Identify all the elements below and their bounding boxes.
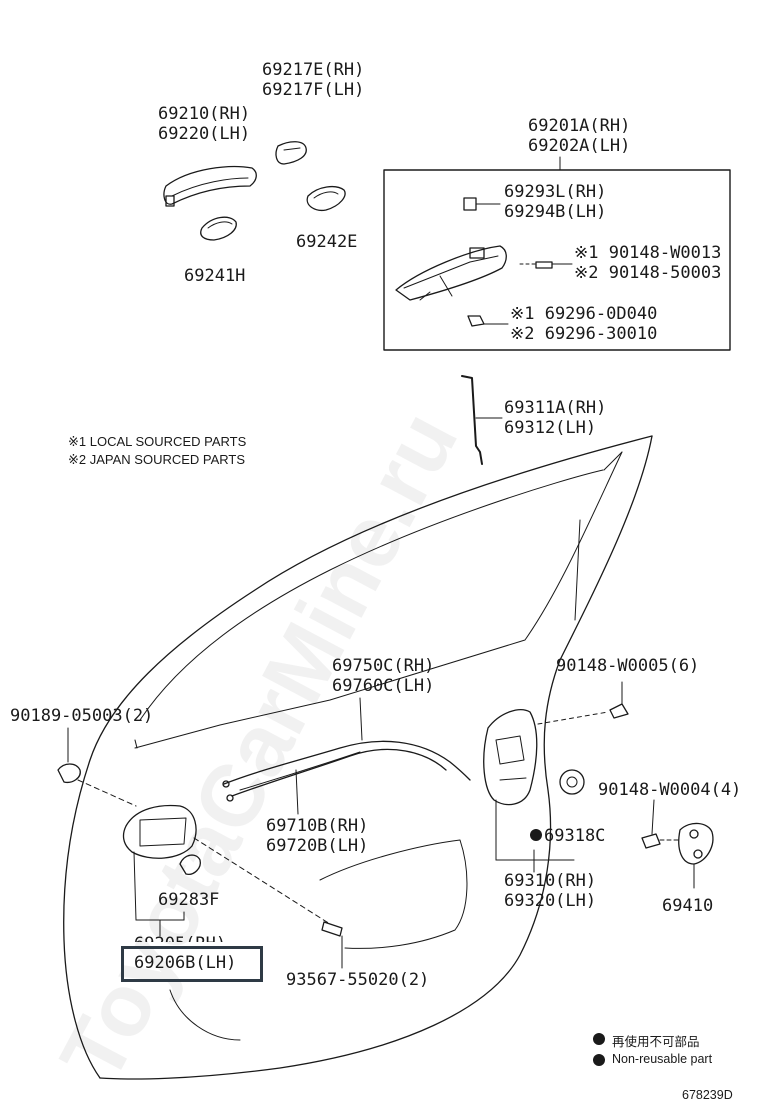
label-69750-rh: 69750C(RH) <box>332 656 435 676</box>
label-69296-0d040: ※1 69296-0D040 <box>510 304 658 324</box>
label-69293-rh: 69293L(RH) <box>504 182 607 202</box>
non-reusable-dot-icon <box>530 829 542 841</box>
label-69241h: 69241H <box>184 266 246 286</box>
legend-en-text: Non-reusable part <box>612 1052 713 1066</box>
label-69750-lh: 69760C(LH) <box>332 676 435 696</box>
pad-69242e-part <box>307 187 345 211</box>
screw-69296-part <box>468 316 508 326</box>
label-69206b-lh: 69206B(LH) <box>134 953 237 973</box>
grommet-part <box>560 770 584 794</box>
screw-90148-w0004-part <box>642 800 680 848</box>
inside-handle-part <box>124 806 330 936</box>
label-69410: 69410 <box>662 896 714 916</box>
label-90148-w0004: 90148-W0004(4) <box>598 780 742 800</box>
label-90189: 90189-05003(2) <box>10 706 154 726</box>
rod-69311a-part <box>462 376 502 464</box>
bolt-90189-part <box>58 728 136 806</box>
label-69201-lh: 69202A(LH) <box>528 136 631 156</box>
label-69710-rh: 69710B(RH) <box>266 816 369 836</box>
screw-90148-w0005-part <box>538 682 628 724</box>
legend-dot-jp-icon <box>593 1033 605 1045</box>
label-69310-rh: 69310(RH) <box>504 871 597 891</box>
door-outline <box>64 436 652 1079</box>
highlight-box <box>121 946 263 982</box>
note-japan-sourced: ※2 JAPAN SOURCED PARTS <box>68 452 246 467</box>
striker-part <box>679 823 713 888</box>
label-93567: 93567-55020(2) <box>286 970 430 990</box>
label-69210-rh: 69210(RH) <box>158 104 251 124</box>
label-90148-w0013: ※1 90148-W0013 <box>574 243 722 263</box>
label-90148-50003: ※2 90148-50003 <box>574 263 722 283</box>
label-69210-lh: 69220(LH) <box>158 124 251 144</box>
label-90148-w0005: 90148-W0005(6) <box>556 656 700 676</box>
cap-69283f-part <box>180 855 200 874</box>
legend-dot-en-icon <box>593 1054 605 1066</box>
legend-jp-text: 再使用不可部品 <box>612 1035 700 1049</box>
label-69293-lh: 69294B(LH) <box>504 202 607 222</box>
outside-handle-part <box>164 167 256 206</box>
door-lock-part <box>484 710 574 872</box>
label-69311-rh: 69311A(RH) <box>504 398 607 418</box>
screw-93567-part <box>322 922 342 968</box>
label-69217-rh: 69217E(RH) <box>262 60 365 80</box>
screw-90148-w0013-part <box>520 262 572 268</box>
handle-frame-part <box>396 246 506 300</box>
label-69242e: 69242E <box>296 232 358 252</box>
label-69283f: 69283F <box>158 890 220 910</box>
pad-69241h-part <box>201 217 237 240</box>
label-69311-lh: 69312(LH) <box>504 418 597 438</box>
label-69205-rh: 69205(RH) <box>134 934 227 954</box>
cable-assembly-part <box>223 698 470 814</box>
label-69710-lh: 69720B(LH) <box>266 836 369 856</box>
label-69217-lh: 69217F(LH) <box>262 80 365 100</box>
note-local-sourced: ※1 LOCAL SOURCED PARTS <box>68 434 247 449</box>
label-69318c: 69318C <box>544 826 606 846</box>
clip-69293l-part <box>464 198 500 210</box>
label-69296-30010: ※2 69296-30010 <box>510 324 658 344</box>
label-69201-rh: 69201A(RH) <box>528 116 631 136</box>
label-69310-lh: 69320(LH) <box>504 891 597 911</box>
frame-assembly-box <box>384 170 730 350</box>
diagram-id: 678239D <box>682 1088 733 1102</box>
handle-cap-part <box>276 142 306 164</box>
